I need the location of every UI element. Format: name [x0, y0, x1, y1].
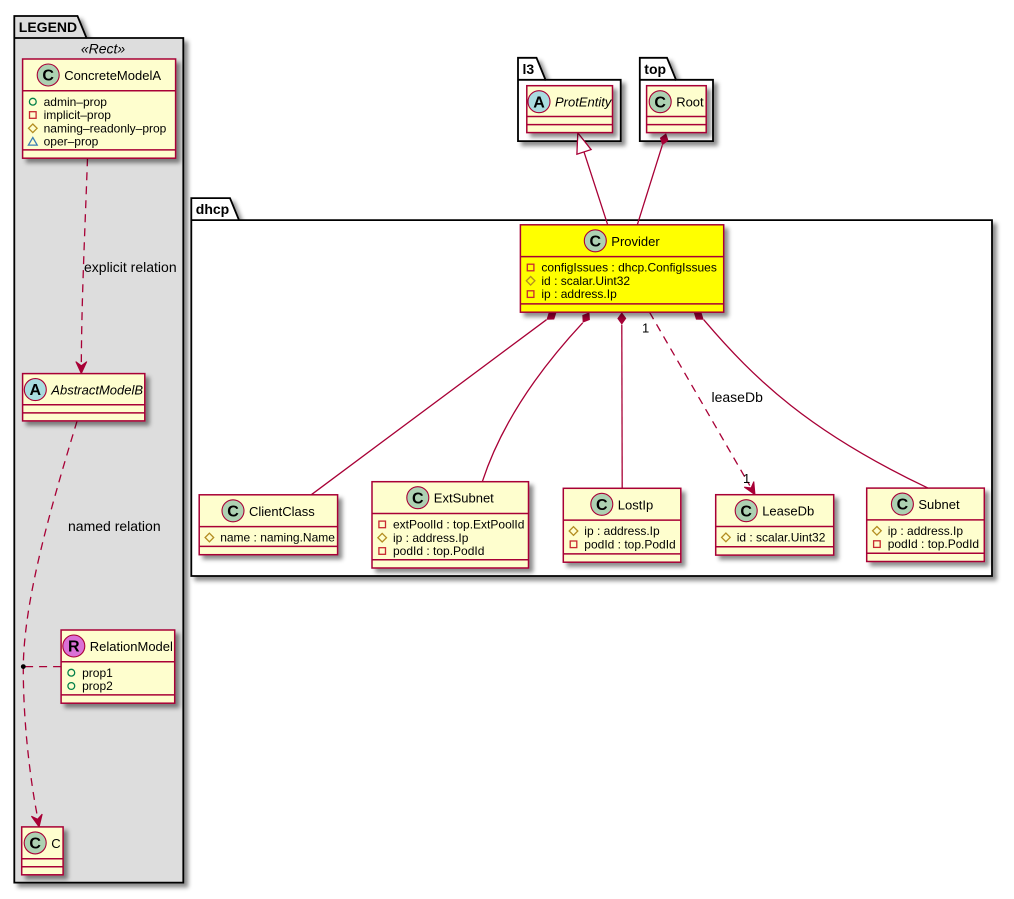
svg-text:RelationModel: RelationModel: [90, 639, 173, 654]
svg-text:ConcreteModelA: ConcreteModelA: [64, 68, 161, 83]
svg-text:R: R: [68, 639, 80, 656]
svg-text:C: C: [590, 233, 602, 250]
svg-text:Subnet: Subnet: [918, 497, 960, 512]
svg-text:A: A: [533, 94, 545, 111]
svg-text:dhcp: dhcp: [196, 201, 229, 217]
svg-text:podId : top.PodId: podId : top.PodId: [584, 537, 675, 551]
svg-text:name : naming.Name: name : naming.Name: [220, 531, 335, 545]
svg-text:implicit–prop: implicit–prop: [44, 108, 112, 122]
svg-text:A: A: [30, 382, 42, 399]
svg-text:ProtEntity: ProtEntity: [555, 95, 613, 110]
svg-text:oper–prop: oper–prop: [44, 135, 99, 149]
svg-text:C: C: [412, 490, 424, 507]
svg-text:C: C: [29, 836, 41, 853]
svg-text:1: 1: [743, 471, 750, 486]
svg-text:LeaseDb: LeaseDb: [762, 504, 814, 519]
svg-text:ExtSubnet: ExtSubnet: [434, 491, 494, 506]
svg-text:LostIp: LostIp: [618, 497, 653, 512]
svg-text:id : scalar.Uint32: id : scalar.Uint32: [737, 531, 826, 545]
svg-text:C: C: [596, 497, 608, 514]
svg-text:top: top: [644, 61, 666, 77]
svg-text:l3: l3: [523, 61, 535, 77]
svg-text:admin–prop: admin–prop: [44, 95, 108, 109]
svg-text:ip : address.Ip: ip : address.Ip: [888, 524, 964, 538]
svg-text:ip : address.Ip: ip : address.Ip: [584, 524, 660, 538]
svg-text:ip : address.Ip: ip : address.Ip: [541, 287, 617, 301]
svg-text:C: C: [42, 68, 54, 85]
svg-text:ClientClass: ClientClass: [249, 504, 315, 519]
svg-text:naming–readonly–prop: naming–readonly–prop: [44, 121, 167, 135]
svg-text:podId : top.PodId: podId : top.PodId: [888, 537, 979, 551]
svg-text:extPoolId : top.ExtPoolId: extPoolId : top.ExtPoolId: [393, 518, 524, 532]
svg-text:podId : top.PodId: podId : top.PodId: [393, 544, 484, 558]
svg-text:leaseDb: leaseDb: [712, 389, 764, 405]
svg-text:C: C: [227, 503, 239, 520]
svg-text:id : scalar.Uint32: id : scalar.Uint32: [541, 274, 630, 288]
svg-text:«Rect»: «Rect»: [81, 41, 126, 57]
svg-text:LEGEND: LEGEND: [19, 19, 77, 35]
svg-text:Provider: Provider: [611, 234, 660, 249]
svg-text:prop2: prop2: [82, 679, 113, 693]
svg-text:C: C: [897, 497, 909, 514]
svg-text:C: C: [740, 503, 752, 520]
svg-text:explicit relation: explicit relation: [84, 259, 177, 275]
svg-text:configIssues : dhcp.ConfigIssu: configIssues : dhcp.ConfigIssues: [541, 261, 716, 275]
svg-text:C: C: [654, 94, 666, 111]
svg-text:C: C: [51, 836, 60, 851]
svg-text:prop1: prop1: [82, 666, 113, 680]
svg-text:named relation: named relation: [68, 518, 161, 534]
svg-text:1: 1: [642, 321, 649, 336]
svg-text:ip : address.Ip: ip : address.Ip: [393, 531, 469, 545]
svg-text:AbstractModelB: AbstractModelB: [50, 383, 143, 398]
svg-text:Root: Root: [676, 95, 704, 110]
